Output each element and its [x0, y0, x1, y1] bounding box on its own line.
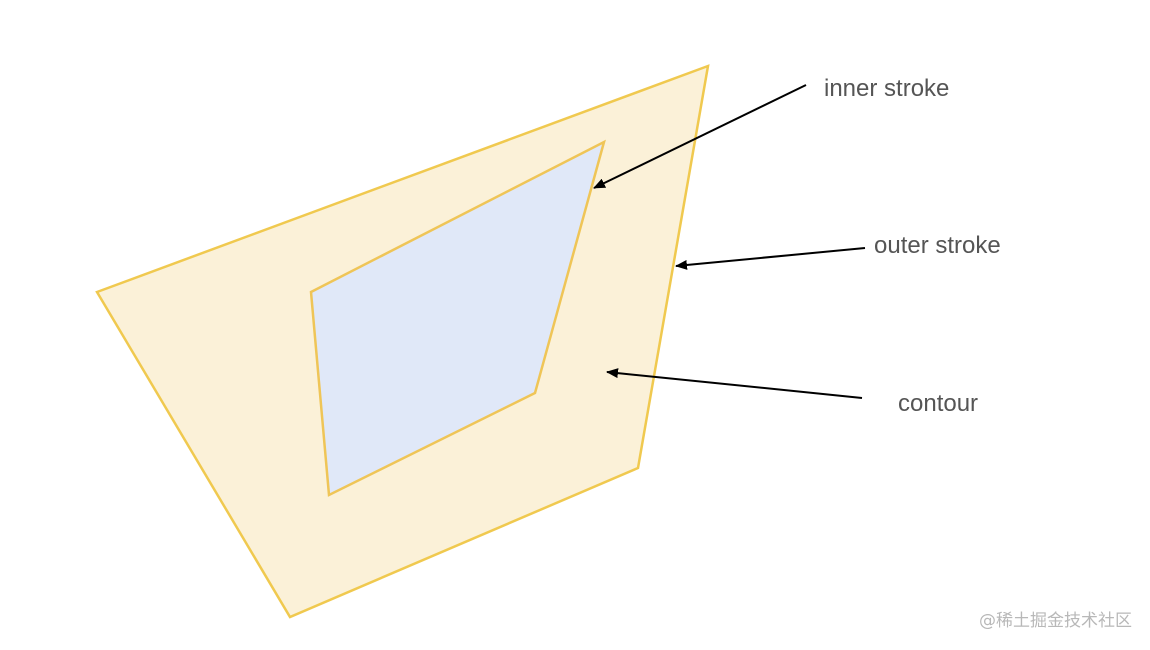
inner-stroke-arrow: [593, 84, 807, 189]
inner-polygon: [309, 139, 606, 497]
contour-arrow: [606, 368, 863, 399]
outer-stroke-label: outer stroke: [874, 232, 1001, 259]
contour-label: contour: [898, 390, 979, 417]
inner-stroke-label: inner stroke: [824, 75, 950, 102]
outer-stroke-arrow: [675, 247, 866, 270]
watermark-text: @稀土掘金技术社区: [979, 611, 1132, 631]
